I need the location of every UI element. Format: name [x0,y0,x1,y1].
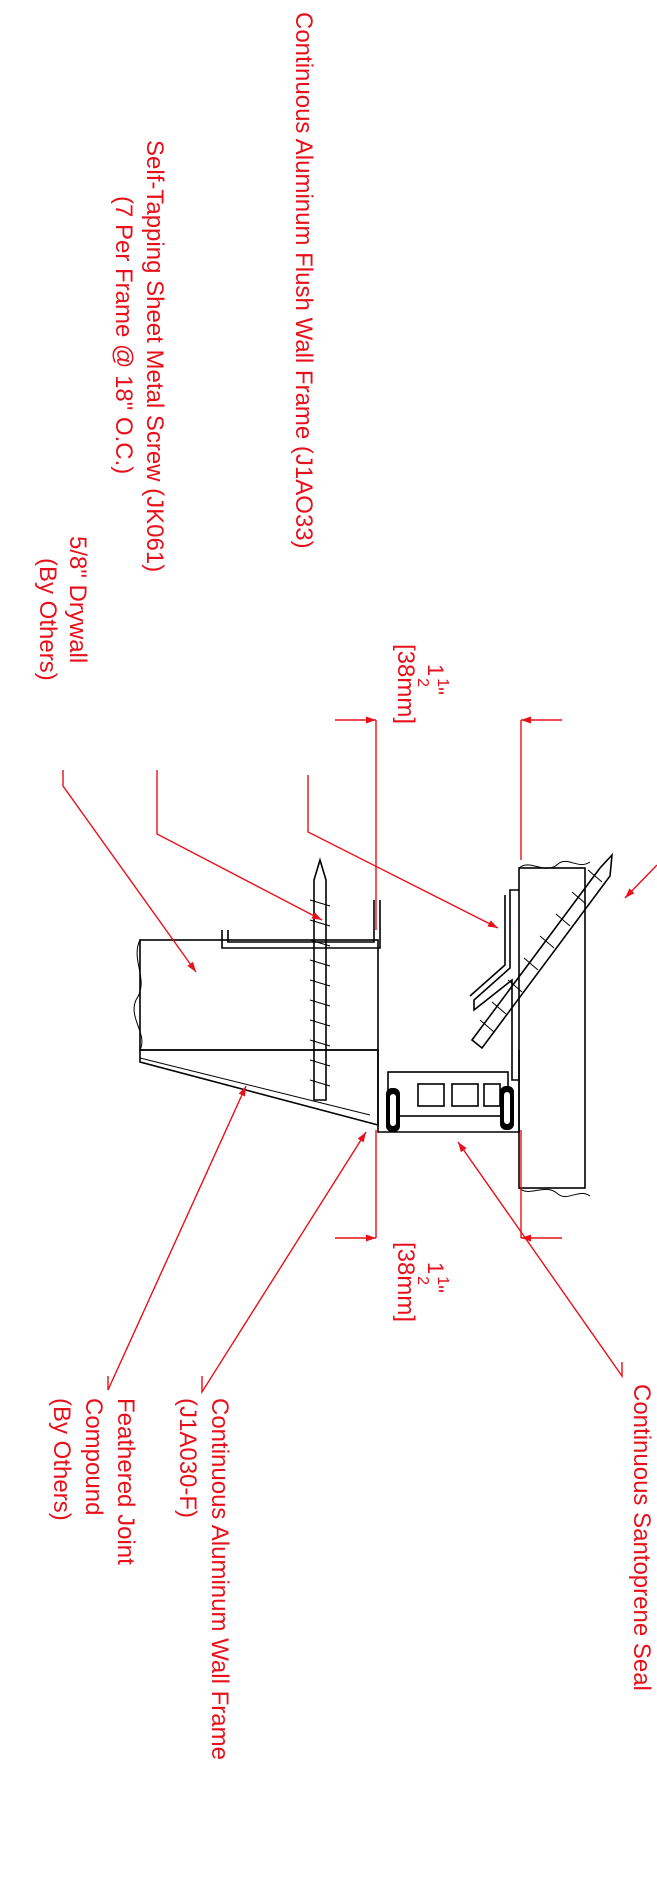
dim-bot-mm: [38mm] [392,1242,419,1322]
leader-wall-frame [201,1131,367,1395]
dimension-top [335,716,562,930]
label-drywall-line1: 5/8" Drywall [64,536,91,663]
angled-screw [470,852,614,1050]
leader-drywall [62,770,197,973]
flush-wall-frame-profile [469,889,519,1081]
label-joint-line1: Feathered Joint [112,1398,139,1565]
label-wall-frame-line2: (J1A030-F) [174,1398,201,1518]
label-screw-line2: (7 Per Frame @ 18" O.C.) [110,196,137,474]
dim-top-value: 112" [414,664,451,695]
label-joint-line3: (By Others) [48,1398,75,1521]
santoprene-seals [386,1086,514,1132]
dim-top-mm: [38mm] [392,644,419,724]
label-screw-line1: Self-Tapping Sheet Metal Screw (JK061) [141,140,168,572]
dimension-bottom [335,1130,562,1242]
leader-screw [156,770,323,921]
metal-stud-channel [221,900,381,949]
leader-flush-frame [307,775,499,929]
leader-seal [457,1141,623,1379]
label-wall-frame-line1: Continuous Aluminum Wall Frame [206,1398,233,1760]
label-drywall-line2: (By Others) [34,558,61,681]
existing-wall [518,860,591,1198]
label-seal: Continuous Santoprene Seal [628,1384,655,1691]
drywall-panel [133,939,379,1051]
dim-bot-value: 112" [414,1262,451,1293]
label-joint-line2: Compound [80,1398,107,1515]
leader-angled-screw [624,864,657,899]
vertical-screw [309,857,331,1101]
leader-joint [107,1085,247,1391]
label-flush-frame: Continuous Aluminum Flush Wall Frame (J1… [290,12,317,549]
